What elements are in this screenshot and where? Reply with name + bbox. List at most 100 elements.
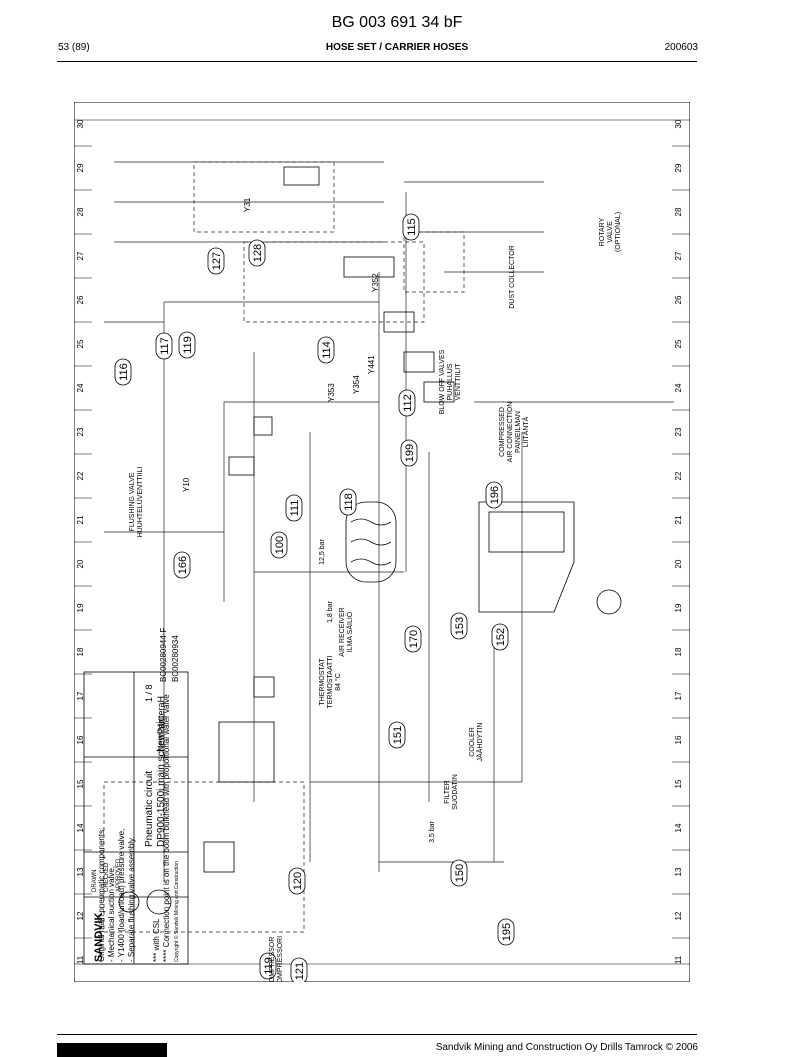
label-pressure-12-5: 12,5 bar bbox=[319, 538, 326, 564]
note-line: **** Connection point is on the boom bul… bbox=[162, 694, 171, 962]
callout-119: 119 bbox=[259, 952, 277, 980]
footer-copyright: Sandvik Mining and Construction Oy Drill… bbox=[435, 1042, 698, 1053]
valve-label: Y354 bbox=[352, 375, 361, 394]
zone-label: 11 bbox=[76, 955, 85, 964]
svg-text:153: 153 bbox=[454, 617, 466, 635]
callout-100: 100 bbox=[270, 531, 288, 559]
doc-date: 200603 bbox=[664, 42, 698, 53]
sandvik-logo bbox=[57, 1043, 167, 1057]
title-block: SANDVIK Copyright © Sandvik Mining and Co… bbox=[83, 628, 189, 965]
pneumatic-lines bbox=[103, 161, 674, 933]
zone-label: 23 bbox=[674, 427, 683, 436]
callout-127: 127 bbox=[207, 247, 225, 275]
label-compressor: COMPRESSORKOMPRESSORI bbox=[269, 936, 284, 982]
zone-label: 24 bbox=[76, 383, 85, 392]
zone-label: 16 bbox=[76, 735, 85, 744]
svg-text:119: 119 bbox=[263, 957, 275, 975]
zone-label: 14 bbox=[674, 823, 683, 832]
svg-text:151: 151 bbox=[392, 726, 404, 744]
zone-label: 28 bbox=[674, 207, 683, 216]
drawing-title: Pneumatic circuitDP900-1500i main schema… bbox=[144, 716, 167, 847]
callout-116: 116 bbox=[114, 358, 132, 386]
section-title: HOSE SET / CARRIER HOSES bbox=[325, 42, 469, 53]
zone-label: 21 bbox=[674, 515, 683, 524]
svg-text:100: 100 bbox=[274, 536, 286, 554]
svg-text:118: 118 bbox=[343, 493, 355, 511]
zone-label: 18 bbox=[76, 647, 85, 656]
note-line: - Mechanical suction valve, bbox=[107, 866, 116, 962]
note-line: - Separate flushing valve assembly. bbox=[127, 836, 136, 962]
label-pressure-3-5: 3,5 bar bbox=[429, 820, 436, 842]
zone-label: 30 bbox=[76, 119, 85, 128]
zone-label: 23 bbox=[76, 427, 85, 436]
callout-199: 199 bbox=[400, 439, 418, 467]
zone-label: 22 bbox=[674, 471, 683, 480]
zone-label: 25 bbox=[674, 339, 683, 348]
label-air-receiver: AIR RECEIVERILMA SÄILIÖ bbox=[339, 607, 354, 656]
svg-text:114: 114 bbox=[321, 341, 333, 359]
zone-label: 13 bbox=[76, 867, 85, 876]
label-flushing-valve: FLUSHING VALVEHUUHTELUVENTTIILI bbox=[129, 467, 144, 538]
callout-151: 151 bbox=[388, 721, 406, 749]
project-name: NewPanteraH bbox=[156, 696, 166, 752]
callout-111: 111 bbox=[285, 494, 303, 522]
svg-text:117: 117 bbox=[159, 337, 171, 355]
label-compressed-air: COMPRESSEDAIR CONNECTIONPAINEILMANLIITÄN… bbox=[499, 402, 530, 463]
svg-text:128: 128 bbox=[252, 244, 264, 262]
brand-logo-text: SANDVIK bbox=[93, 912, 105, 962]
svg-text:111: 111 bbox=[289, 500, 301, 517]
note-line: - Y1400 (load/unload) pressure valve, bbox=[117, 829, 126, 962]
zone-label: 29 bbox=[674, 163, 683, 172]
svg-text:166: 166 bbox=[177, 556, 189, 574]
zone-label: 24 bbox=[674, 383, 683, 392]
svg-text:152: 152 bbox=[495, 628, 507, 646]
approval-role: CHECKED bbox=[104, 862, 110, 892]
pneumatic-components bbox=[118, 166, 622, 915]
document-number: BC00280934 bbox=[171, 635, 180, 682]
zone-label: 19 bbox=[76, 603, 85, 612]
sheet-number: 1 / 8 bbox=[144, 684, 154, 702]
label-pressure-1-8: 1,8 bar bbox=[327, 600, 334, 622]
zone-label: 20 bbox=[674, 559, 683, 568]
callout-150: 150 bbox=[450, 859, 468, 887]
callout-119: 119 bbox=[178, 331, 196, 359]
svg-text:170: 170 bbox=[408, 630, 420, 648]
document-number: BC00280944-F bbox=[159, 628, 168, 682]
zone-label: 13 bbox=[674, 867, 683, 876]
zone-label: 15 bbox=[76, 779, 85, 788]
callout-166: 166 bbox=[173, 551, 191, 579]
svg-text:115: 115 bbox=[406, 218, 418, 236]
callout-152: 152 bbox=[491, 623, 509, 651]
callout-170: 170 bbox=[404, 625, 422, 653]
label-rotary-valve: ROTARYVALVE(OPTIONAL) bbox=[599, 212, 622, 252]
zone-label: 17 bbox=[76, 691, 85, 700]
valve-label: Y31 bbox=[243, 197, 252, 212]
zone-label: 12 bbox=[76, 911, 85, 920]
valve-label: Y10 bbox=[182, 477, 191, 492]
doc-title: BG 003 691 34 bF bbox=[331, 14, 463, 31]
zone-label: 20 bbox=[76, 559, 85, 568]
zone-label: 19 bbox=[674, 603, 683, 612]
svg-text:112: 112 bbox=[402, 394, 414, 412]
callout-120: 120 bbox=[288, 867, 306, 895]
label-dust-collector: DUST COLLECTOR bbox=[509, 245, 516, 309]
zone-label: 29 bbox=[76, 163, 85, 172]
callout-117: 117 bbox=[155, 332, 173, 360]
zone-label: 16 bbox=[674, 735, 683, 744]
zone-label: 25 bbox=[76, 339, 85, 348]
label-filter: FILTERSUODATIN bbox=[444, 774, 459, 810]
zone-label: 26 bbox=[76, 295, 85, 304]
note-line: Original main pneumatic components: bbox=[97, 828, 106, 962]
zone-label: 28 bbox=[76, 207, 85, 216]
note-line: *** with CSL bbox=[152, 918, 161, 962]
zone-label: 21 bbox=[76, 515, 85, 524]
valve-label: Y353 bbox=[327, 383, 336, 402]
zone-label: 12 bbox=[674, 911, 683, 920]
valve-label: Y352 bbox=[371, 273, 380, 292]
header-rule bbox=[57, 61, 697, 62]
callout-195: 195 bbox=[497, 918, 515, 946]
callout-115: 115 bbox=[402, 213, 420, 241]
callout-121: 121 bbox=[290, 957, 308, 982]
valve-label: Y441 bbox=[367, 355, 376, 374]
title-block-copyright: Copyright © Sandvik Mining and Construct… bbox=[173, 861, 180, 962]
